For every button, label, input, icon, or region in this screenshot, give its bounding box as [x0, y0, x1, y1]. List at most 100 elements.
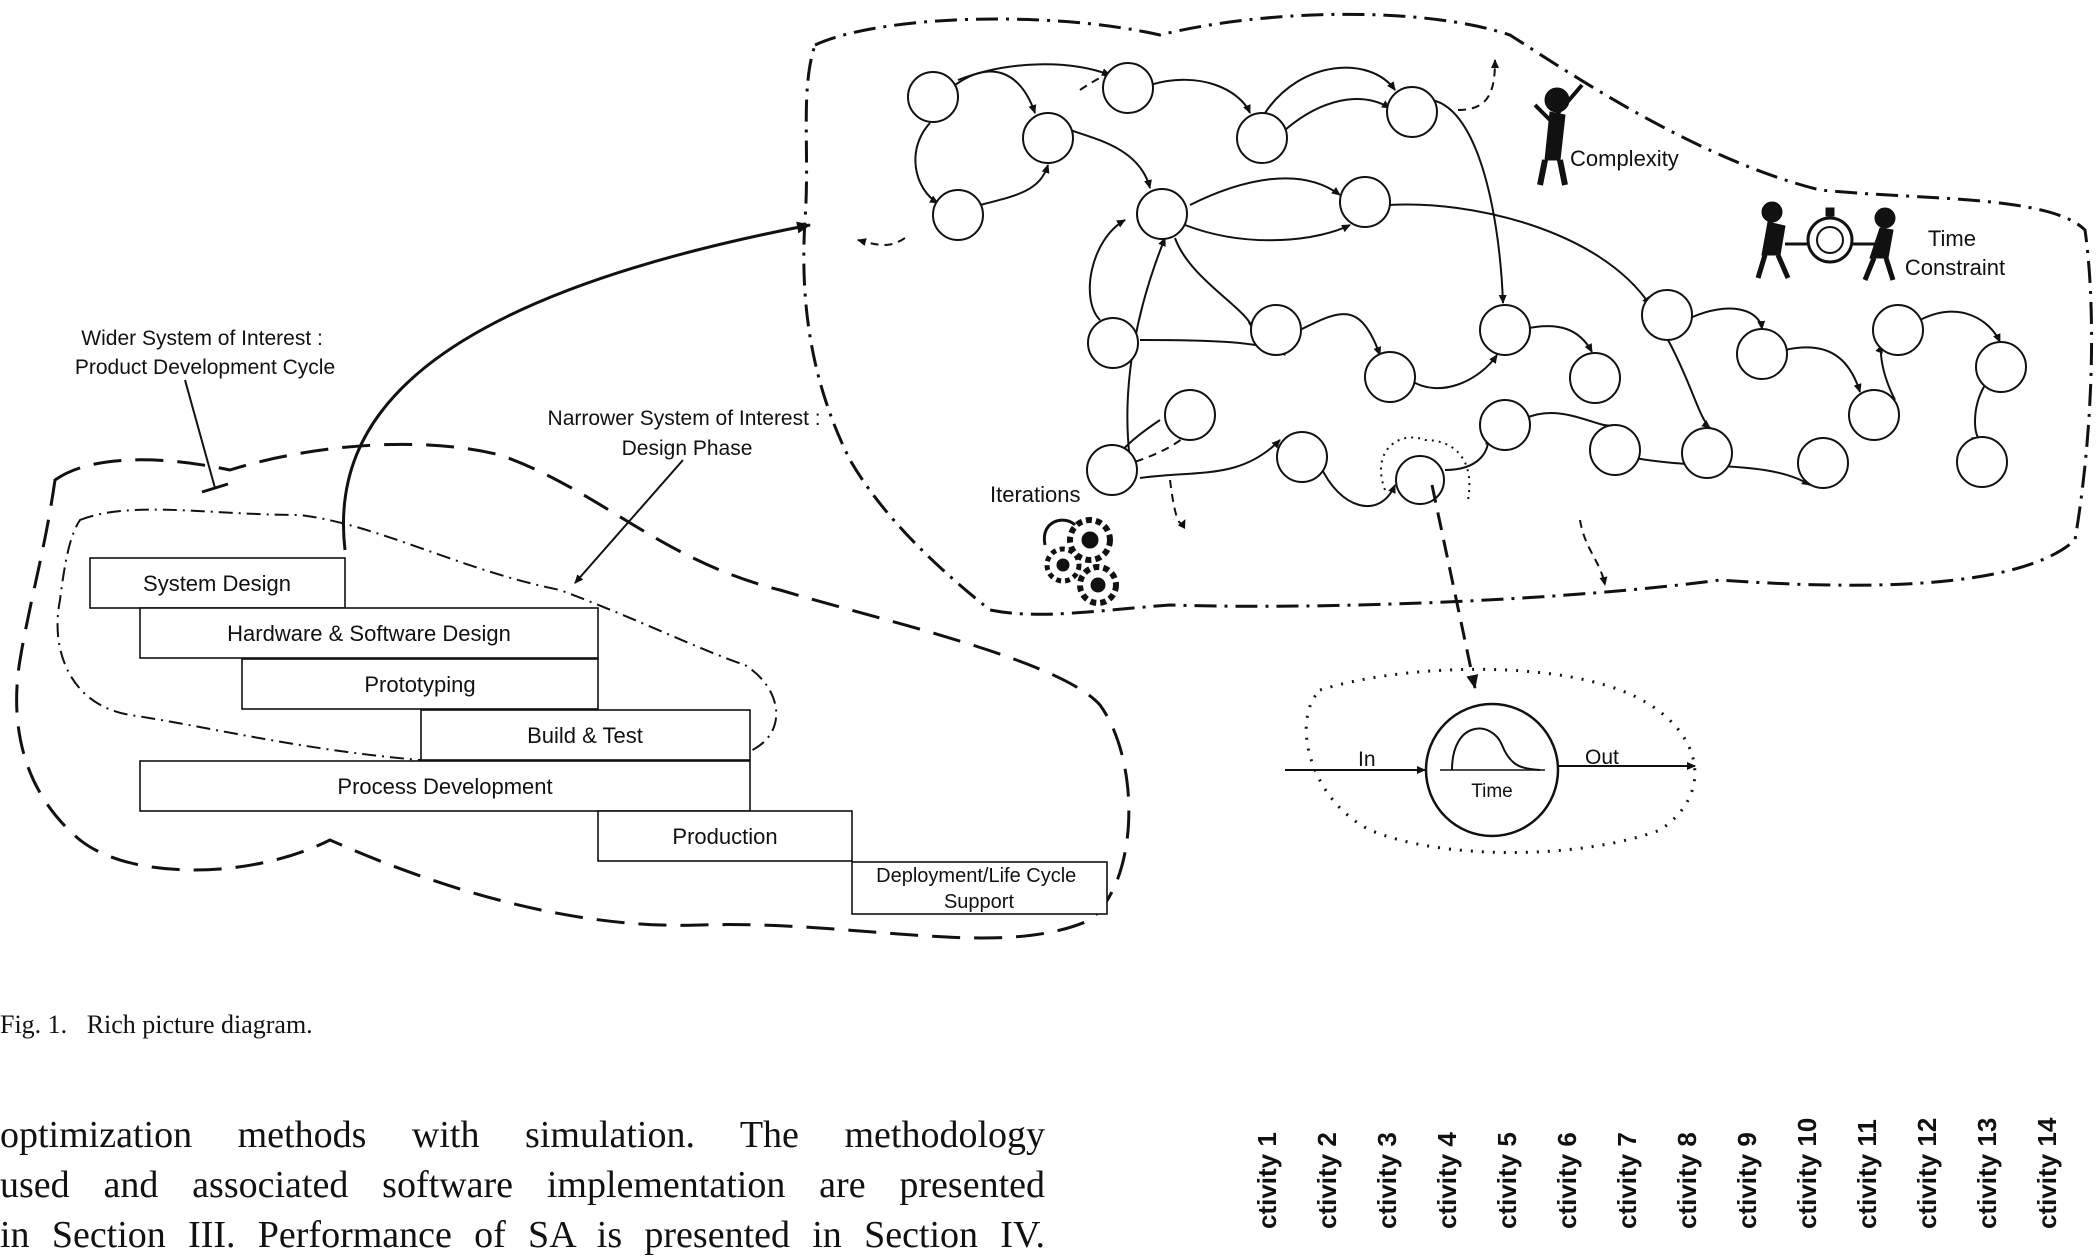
activity-node: [1102, 62, 1154, 114]
activity-node: [1479, 399, 1531, 451]
activity-dependency-edge: [1971, 384, 1986, 445]
activity-dependency-edge: [1919, 310, 2001, 343]
wider-label-tick: [201, 482, 229, 494]
phase-label: System Design: [143, 571, 291, 596]
phase-box-deployment: [851, 861, 1108, 915]
time-label: Time: [1471, 781, 1513, 802]
activity-node: [1569, 352, 1621, 404]
phase-box-prototyping: [241, 658, 599, 710]
activity-dependency-edge: [1069, 129, 1152, 189]
deployment-label: Deployment/Life Cycle Support: [876, 865, 1082, 913]
activity-dependency-edge: [914, 122, 939, 204]
activity-column-label: ctivity 12: [1912, 1117, 1942, 1229]
external-dependency-edge: [857, 237, 906, 246]
activity-dependency-edge: [1689, 307, 1766, 330]
phase-label: Prototyping: [364, 672, 475, 697]
wider-label-pointer: [184, 379, 216, 489]
activity-dependency-edge: [1319, 464, 1396, 508]
body-paragraph: optimization methods with simulation. Th…: [0, 1110, 1045, 1260]
external-dependency-edge: [1457, 59, 1499, 111]
activity-dependency-edge: [1299, 313, 1382, 356]
body-line: in Section III. Performance of SA is pre…: [0, 1214, 1045, 1256]
activity-column-label: ctivity 5: [1492, 1132, 1522, 1229]
activity-node: [1681, 427, 1733, 479]
activity-column-label: ctivity 1: [1252, 1132, 1282, 1229]
activity-column-label: ctivity 7: [1612, 1132, 1642, 1229]
activity-node: [1022, 112, 1074, 164]
iterations-gears-icon: [1042, 517, 1119, 606]
design-phase-cloud: [802, 12, 2094, 616]
external-dependency-edge: [1169, 479, 1186, 529]
activity-node: [1086, 444, 1138, 496]
time-constraint-label: Time Constraint: [1905, 226, 2005, 280]
phase-box-production: [597, 810, 853, 862]
external-dependency-edge: [1579, 519, 1608, 586]
activity-column-label: ctivity 9: [1732, 1132, 1762, 1229]
activity-dependency-edge: [1149, 78, 1251, 114]
activity-node: [1386, 86, 1438, 138]
activity-node: [1589, 424, 1641, 476]
figure-caption-label: Fig. 1.: [0, 1010, 68, 1039]
activity-dependency-edge: [1264, 66, 1396, 114]
narrower-system-label: Narrower System of Interest : Design Pha…: [548, 407, 827, 460]
activity-node: [1641, 289, 1693, 341]
figure-caption: Fig. 1. Rich picture diagram.: [0, 1010, 313, 1040]
activity-column-label: ctivity 6: [1552, 1132, 1582, 1229]
activity-dependency-edge: [1174, 237, 1256, 331]
activity-node: [1339, 176, 1391, 228]
activity-node: [1797, 437, 1849, 489]
rich-picture-diagram: Wider System of Interest : Product Devel…: [15, 12, 2094, 940]
narrower-label-pointer: [574, 459, 684, 584]
activity-column-label: ctivity 4: [1432, 1132, 1462, 1229]
activity-node: [1136, 188, 1188, 240]
activity-column-label: ctivity 11: [1852, 1119, 1882, 1229]
activity-dependency-edge: [1431, 99, 1507, 304]
activity-node: [1956, 436, 2008, 488]
activity-network-nodes: [907, 62, 2027, 505]
activity-node: [932, 189, 984, 241]
phase-label: Build & Test: [527, 723, 643, 748]
wider-system-label: Wider System of Interest : Product Devel…: [75, 327, 335, 379]
activity-dependency-edge: [1784, 346, 1862, 393]
activity-node: [1872, 304, 1924, 356]
activity-dependency-edge: [957, 63, 1111, 81]
activity-column-label: ctivity 3: [1372, 1132, 1402, 1229]
activity-dependency-edge: [1634, 457, 1811, 486]
activity-dependency-edge: [1189, 177, 1341, 206]
activity-column-label: ctivity 10: [1792, 1117, 1822, 1229]
iterations-label: Iterations: [990, 482, 1081, 507]
activity-node: [1236, 112, 1288, 164]
time-constraint-icon: [1755, 201, 1896, 281]
activity-node: [1276, 431, 1328, 483]
activity-node: [1848, 389, 1900, 441]
phase-box-build-test: [420, 709, 751, 761]
figure-caption-text: Rich picture diagram.: [86, 1010, 313, 1039]
phase-box-process-development: [139, 760, 751, 812]
activity-node: [1364, 351, 1416, 403]
phase-to-cloud-arrow: [341, 221, 811, 551]
activity-dependency-edge: [1444, 435, 1494, 471]
activity-node: [1164, 389, 1216, 441]
wider-system-boundary: [15, 442, 1131, 940]
activity-dependency-edge: [1389, 203, 1651, 306]
activity-node: [1736, 328, 1788, 380]
activity-dependency-edge: [1667, 339, 1711, 429]
time-curve: [1451, 727, 1541, 771]
phase-boxes: [89, 557, 1108, 915]
complexity-figure-icon: [1533, 83, 1584, 186]
activity-column-label: ctivity 8: [1672, 1132, 1702, 1229]
activity-dependency-edge: [954, 70, 1037, 114]
highlight-node-ring: [1379, 436, 1471, 501]
complexity-label: Complexity: [1570, 146, 1679, 171]
node-to-process-link: [1430, 484, 1479, 689]
activity-node: [1087, 317, 1139, 369]
activity-node: [1250, 304, 1302, 356]
activity-dependency-edge: [1088, 219, 1126, 321]
activity-dependency-edge: [1284, 98, 1391, 131]
phase-label: Production: [672, 824, 777, 849]
activity-column-label: ctivity 13: [1972, 1117, 2002, 1229]
phase-label: Hardware & Software Design: [227, 621, 511, 646]
activity-column-label: ctivity 14: [2032, 1117, 2062, 1229]
phase-label: Process Development: [337, 774, 552, 799]
activity-node: [1395, 455, 1445, 505]
